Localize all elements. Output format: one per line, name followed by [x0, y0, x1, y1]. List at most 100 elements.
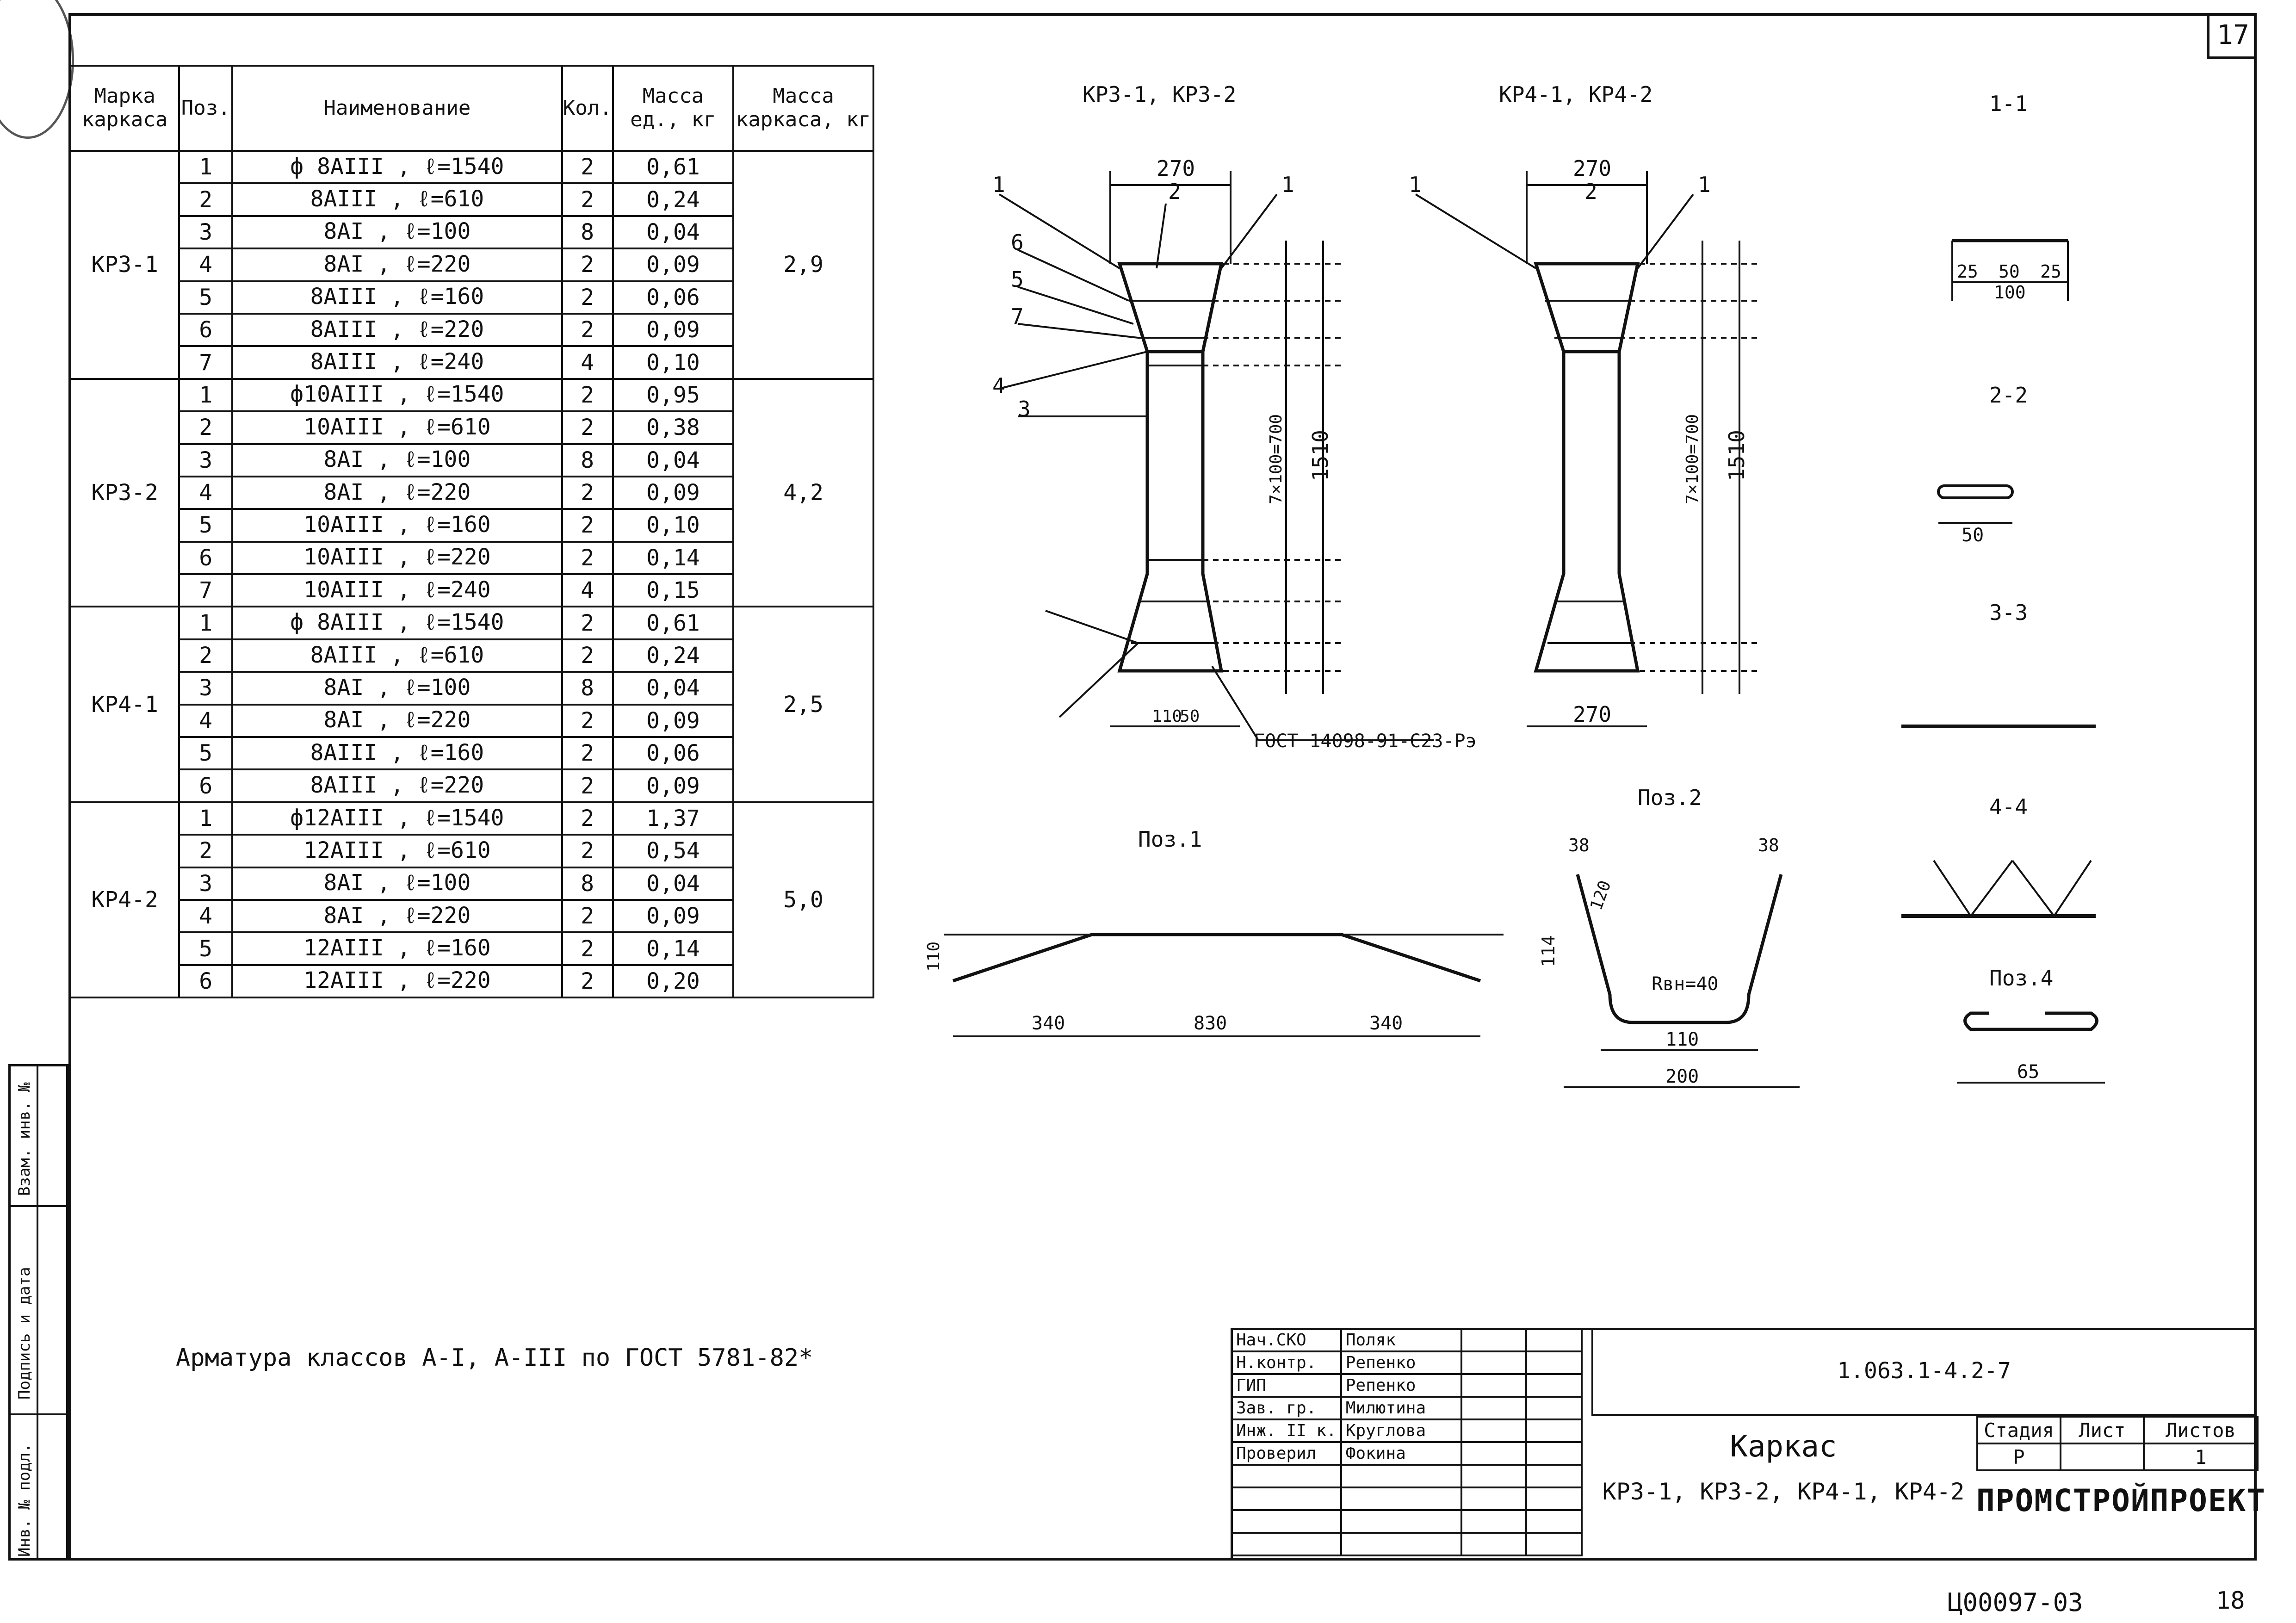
margin-label-vzam: Взам. инв. № [15, 1082, 34, 1196]
cell-pos: 6 [178, 768, 234, 803]
signature-date [1525, 1441, 1583, 1466]
cell-mass: 0,04 [612, 866, 735, 901]
signature-date [1525, 1328, 1583, 1352]
cell-name: 8АIII , ℓ=240 [231, 345, 563, 380]
cell-qty: 2 [561, 280, 614, 315]
kr3-label-1-right: 1 [1281, 172, 1294, 197]
kr4-label-1-left: 1 [1409, 172, 1422, 197]
cell-pos: 5 [178, 280, 234, 315]
cell-qty: 2 [561, 182, 614, 217]
signature-name: Поляк [1340, 1328, 1462, 1352]
cell-mass: 0,06 [612, 736, 735, 771]
cell-pos: 7 [178, 573, 234, 608]
kr3-label-2: 2 [1168, 179, 1181, 204]
cell-qty: 2 [561, 149, 614, 185]
cell-name: 12АIII , ℓ=610 [231, 834, 563, 868]
drawing-frame [68, 13, 2257, 1561]
cell-qty: 2 [561, 703, 614, 738]
poz4-title: Поз.4 [1989, 966, 2053, 991]
signature [1460, 1396, 1527, 1420]
cell-pos: 1 [178, 606, 234, 640]
kr3-dim-7x100: 7×100=700 [1267, 414, 1286, 504]
signature-name: Репенко [1340, 1350, 1462, 1375]
sheet-value [2060, 1443, 2145, 1471]
cell-qty: 8 [561, 443, 614, 477]
kr4-title: КР4-1, КР4-2 [1499, 82, 1652, 107]
cell-mass: 0,38 [612, 410, 735, 445]
cell-pos: 1 [178, 378, 234, 413]
cell-pos: 2 [178, 182, 234, 217]
poz4-dim: 65 [2017, 1061, 2039, 1083]
cell-mass: 0,54 [612, 834, 735, 868]
signature-row: Н.контр.Репенко [1231, 1350, 1583, 1375]
cage-total-mass: 2,9 [732, 150, 874, 380]
cell-mass: 0,14 [612, 540, 735, 576]
sheets-header: Листов [2143, 1416, 2259, 1444]
drawing-title: Каркас [1730, 1430, 1837, 1464]
sec11-dim-c: 25 [2040, 261, 2061, 282]
signature-date [1525, 1419, 1583, 1443]
footer-code: Ц00097-03 [1948, 1588, 2083, 1617]
cell-mass: 0,04 [612, 671, 735, 706]
margin-label-inv-podl: Инв. № подл. [15, 1443, 34, 1557]
sec22-dim: 50 [1962, 525, 1984, 546]
cell-mass: 1,37 [612, 801, 735, 836]
cell-qty: 2 [561, 736, 614, 771]
cell-pos: 4 [178, 475, 234, 510]
signature-name: Милютина [1340, 1396, 1462, 1420]
cell-mass: 0,95 [612, 378, 735, 413]
cell-qty: 2 [561, 964, 614, 999]
poz1-dim-c: 340 [1369, 1013, 1403, 1034]
cell-pos: 6 [178, 540, 234, 576]
cell-pos: 5 [178, 931, 234, 966]
kr4-label-2: 2 [1584, 179, 1597, 204]
cage-total-mass: 2,5 [732, 606, 874, 803]
signature [1460, 1328, 1527, 1352]
signature-role: ГИП [1231, 1373, 1342, 1398]
cell-name: 8АI , ℓ=220 [231, 475, 563, 510]
kr4-dim-1510: 1510 [1724, 430, 1749, 481]
cell-mass: 0,24 [612, 182, 735, 217]
kr3-dim-270: 270 [1157, 156, 1195, 181]
section-1-1-title: 1-1 [1989, 91, 2028, 116]
cell-mass: 0,24 [612, 638, 735, 673]
poz1-dim-a: 340 [1032, 1013, 1065, 1034]
cell-name: 8АIII , ℓ=220 [231, 768, 563, 803]
cell-name: 10АIII , ℓ=220 [231, 540, 563, 576]
kr3-title: КР3-1, КР3-2 [1083, 82, 1236, 107]
cell-name: 8АIII , ℓ=160 [231, 736, 563, 771]
kr3-dim-1510: 1510 [1308, 430, 1333, 481]
signature-row: Зав. гр.Милютина [1231, 1396, 1583, 1420]
kr3-label-3: 3 [1018, 396, 1031, 421]
cage-mark: КР3-1 [69, 150, 180, 380]
cage-total-mass: 5,0 [732, 801, 874, 999]
cell-qty: 2 [561, 410, 614, 445]
cell-name: 10АIII , ℓ=240 [231, 573, 563, 608]
signature-role: Зав. гр. [1231, 1396, 1342, 1420]
signature-name: Круглова [1340, 1419, 1462, 1443]
header-mass-total: Масса каркаса, кг [732, 65, 874, 152]
reinforcement-note: Арматура классов А-I, А-III по ГОСТ 5781… [176, 1344, 813, 1372]
section-3-3-title: 3-3 [1989, 600, 2028, 625]
kr3-label-7: 7 [1011, 304, 1024, 329]
poz1-dim-h: 110 [924, 942, 943, 972]
signature-role: Нач.СКО [1231, 1328, 1342, 1352]
cell-mass: 0,09 [612, 475, 735, 510]
cell-pos: 4 [178, 248, 234, 282]
cell-qty: 8 [561, 671, 614, 706]
cell-pos: 7 [178, 345, 234, 380]
cell-name: 8АI , ℓ=220 [231, 703, 563, 738]
cell-pos: 2 [178, 638, 234, 673]
